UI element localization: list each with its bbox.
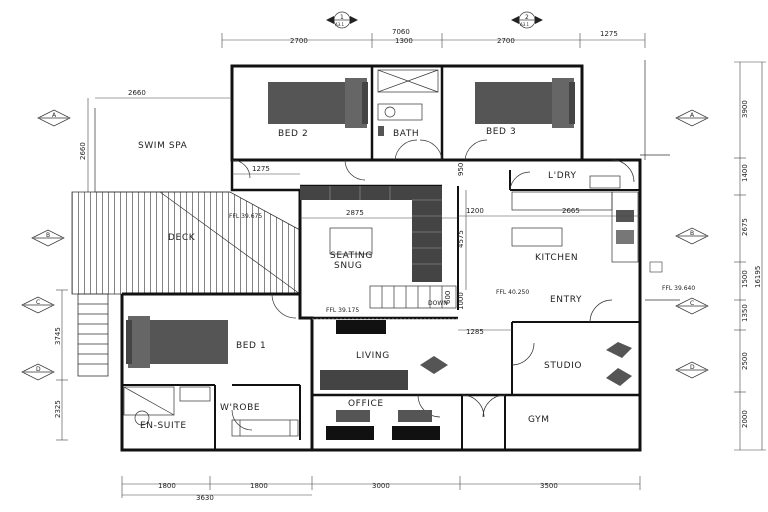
ffl-deck: FFL 39.675 bbox=[229, 213, 262, 220]
exterior-edges bbox=[640, 60, 680, 301]
dim-top-right: 2700 bbox=[497, 37, 515, 45]
dim-bottom-2: 1800 bbox=[250, 482, 268, 490]
room-label-office: OFFICE bbox=[348, 399, 384, 409]
stairs-down: DOWN bbox=[369, 285, 457, 309]
living-furniture bbox=[312, 318, 458, 390]
marker-1-label: 1 bbox=[340, 14, 344, 21]
section-marker-1: 1 A3.1 bbox=[326, 11, 358, 29]
room-label-ensuite: EN-SUITE bbox=[140, 421, 187, 431]
bottom-dimensions: 1800 1800 3000 3500 3630 bbox=[121, 476, 641, 502]
dim-bottom-1: 1800 bbox=[158, 482, 176, 490]
marker-d-right-label: D bbox=[690, 364, 695, 371]
marker-b-right-label: B bbox=[690, 230, 694, 237]
snug-seating bbox=[300, 186, 442, 282]
ensuite-fixtures bbox=[123, 386, 299, 437]
stair-down-label: DOWN bbox=[428, 300, 448, 307]
dim-spa-width: 2660 bbox=[128, 89, 146, 97]
bed-1-furniture bbox=[126, 316, 228, 368]
left-dimensions: 3745 2325 2660 2660 bbox=[54, 89, 230, 441]
dim-top-left: 2700 bbox=[290, 37, 308, 45]
swim-spa: SWIM SPA bbox=[94, 108, 230, 193]
room-label-deck: DECK bbox=[168, 233, 196, 243]
marker-c-left-label: C bbox=[36, 299, 40, 306]
dim-left-2: 2325 bbox=[54, 400, 62, 418]
marker-b-left-label: B bbox=[46, 232, 50, 239]
dim-top-mid: 1300 bbox=[395, 37, 413, 45]
section-marker-2: 2 A3.1 bbox=[511, 11, 543, 29]
dim-right-1: 3900 bbox=[741, 100, 749, 118]
ffl-entry: FFL 40.250 bbox=[496, 289, 529, 296]
side-marker-a-right: A bbox=[675, 109, 709, 127]
ffl-ext: FFL 39.640 bbox=[662, 285, 695, 292]
dim-kitchen-offset: 1200 bbox=[466, 207, 484, 215]
side-marker-c-right: C bbox=[675, 297, 709, 315]
dim-right-3: 2675 bbox=[741, 218, 749, 236]
marker-2-sheet: A3.1 bbox=[520, 22, 530, 27]
room-label-bath: BATH bbox=[393, 129, 419, 139]
dim-kitchen-width: 2665 bbox=[562, 207, 580, 215]
dim-right-4: 1500 bbox=[741, 270, 749, 288]
dim-bottom-overall: 3630 bbox=[196, 494, 214, 502]
bed-2-furniture bbox=[268, 78, 368, 128]
studio-furniture bbox=[606, 342, 632, 386]
marker-a-right-label: A bbox=[690, 112, 695, 119]
ffl-living: FFL 39.175 bbox=[326, 307, 359, 314]
dim-top-overall: 7060 bbox=[392, 28, 410, 36]
side-marker-b-right: B bbox=[675, 227, 709, 245]
top-dimensions: 7060 2700 1300 2700 1275 bbox=[221, 28, 646, 48]
room-label-bed3: BED 3 bbox=[486, 127, 516, 137]
marker-d-left-label: D bbox=[36, 366, 41, 373]
bed-3-furniture bbox=[475, 78, 575, 128]
room-label-kitchen: KITCHEN bbox=[535, 253, 578, 263]
dim-bed2-offset: 1275 bbox=[252, 165, 270, 173]
room-label-entry: ENTRY bbox=[550, 295, 582, 305]
dim-right-5: 1350 bbox=[741, 304, 749, 322]
marker-1-sheet: A3.1 bbox=[335, 22, 345, 27]
dim-right-overall: 16195 bbox=[754, 266, 762, 288]
dim-right-6: 2500 bbox=[741, 352, 749, 370]
dim-snug-width: 2875 bbox=[346, 209, 364, 217]
dim-top-far-right: 1275 bbox=[600, 30, 618, 38]
interior-dimensions: 1275 2875 1200 2665 4575 1000 950 600 12… bbox=[232, 163, 640, 336]
dim-right-7: 2000 bbox=[741, 410, 749, 428]
room-label-living: LIVING bbox=[356, 351, 390, 361]
side-marker-a-left: A bbox=[37, 109, 71, 127]
deck-area: DECK FFL 39.675 bbox=[71, 191, 301, 377]
kitchen-furniture bbox=[511, 175, 663, 273]
dim-right-2: 1400 bbox=[741, 164, 749, 182]
dim-small-950: 950 bbox=[457, 163, 465, 176]
room-label-laundry: L'DRY bbox=[548, 171, 577, 181]
marker-2-label: 2 bbox=[525, 14, 529, 21]
room-labels: BED 2 BATH BED 3 L'DRY SEATING SNUG KITC… bbox=[140, 127, 582, 431]
room-label-gym: GYM bbox=[528, 415, 550, 425]
bath-fixtures bbox=[377, 69, 439, 136]
dim-living-step: 1285 bbox=[466, 328, 484, 336]
dim-snug-depth: 4575 bbox=[457, 230, 465, 248]
side-marker-d-right: D bbox=[675, 361, 709, 379]
side-marker-b-left: B bbox=[31, 229, 65, 247]
dim-small-600: 600 bbox=[444, 291, 452, 304]
room-label-snug: SNUG bbox=[334, 261, 362, 271]
dim-bottom-3: 3000 bbox=[372, 482, 390, 490]
dim-spa-depth: 2660 bbox=[79, 142, 87, 160]
room-label-swim-spa: SWIM SPA bbox=[138, 141, 188, 151]
floor-levels: FFL 39.175 FFL 40.250 FFL 39.640 bbox=[326, 285, 695, 314]
room-label-bed2: BED 2 bbox=[278, 129, 308, 139]
marker-a-left-label: A bbox=[52, 112, 57, 119]
right-dimensions: 3900 1400 2675 1500 1350 2500 2000 16195 bbox=[734, 61, 766, 451]
room-label-wrobe: W'ROBE bbox=[220, 403, 260, 413]
room-label-studio: STUDIO bbox=[544, 361, 582, 371]
room-label-seating: SEATING bbox=[330, 251, 373, 261]
dim-left-1: 3745 bbox=[54, 327, 62, 345]
dim-bottom-4: 3500 bbox=[540, 482, 558, 490]
dim-hall-vert: 1000 bbox=[457, 292, 465, 310]
room-label-bed1: BED 1 bbox=[236, 341, 266, 351]
office-furniture bbox=[326, 410, 440, 440]
side-marker-c-left: C bbox=[21, 296, 55, 314]
side-marker-d-left: D bbox=[21, 363, 55, 381]
marker-c-right-label: C bbox=[690, 300, 694, 307]
door-swings bbox=[231, 139, 635, 431]
